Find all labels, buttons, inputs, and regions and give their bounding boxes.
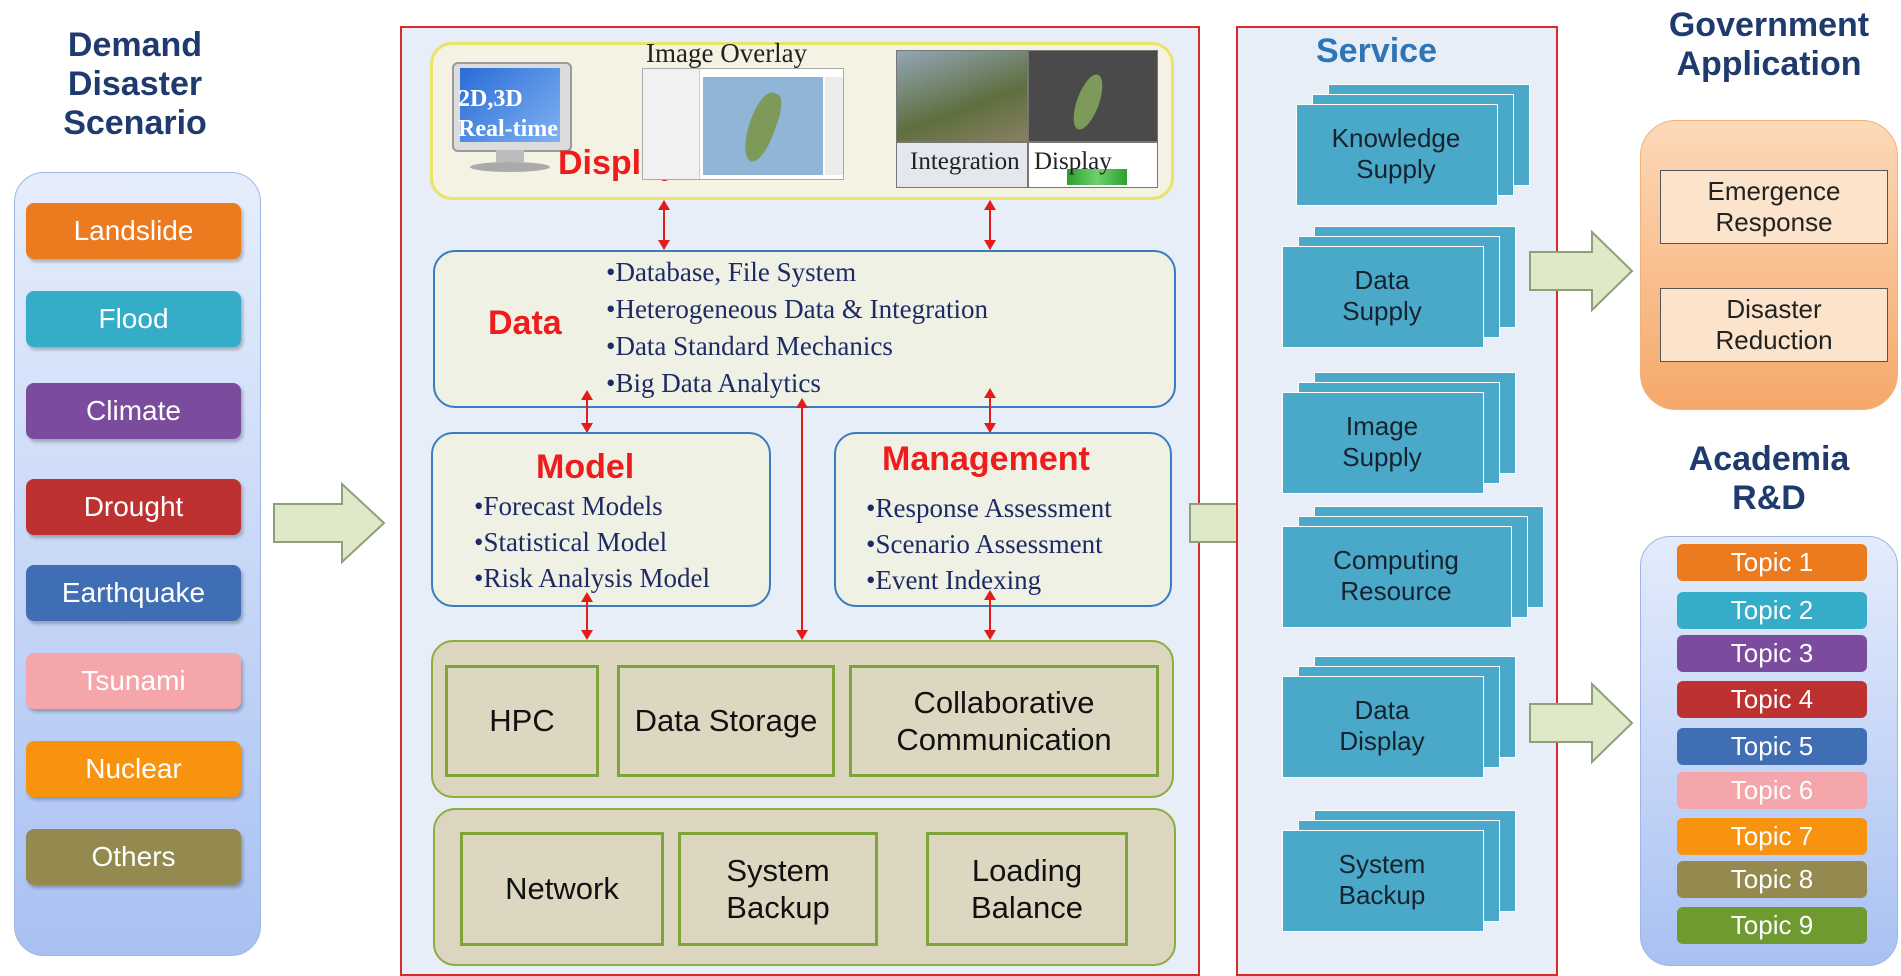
connector-data-model: [586, 392, 588, 432]
scenario-nuclear: Nuclear: [26, 741, 241, 797]
model-layer: [431, 432, 771, 607]
academia-topic-3: Topic 3: [1677, 635, 1867, 672]
data-bullet: •Big Data Analytics: [606, 368, 821, 398]
academia-topic-9: Topic 9: [1677, 907, 1867, 944]
data-storage-box: Data Storage: [617, 665, 835, 777]
system-backup-box: System Backup: [678, 832, 878, 946]
academia-rd-heading: Academia R&D: [1688, 440, 1850, 518]
integration-screenshot-table: [896, 142, 1028, 188]
scenario-tsunami: Tsunami: [26, 653, 241, 709]
model-title: Model: [536, 448, 635, 486]
loading-balance-box: Loading Balance: [926, 832, 1128, 946]
service-data-display: Data Display: [1282, 656, 1518, 786]
integration-screenshot-grid: [1028, 50, 1158, 142]
data-bullets: •Database, File System •Heterogeneous Da…: [606, 254, 988, 402]
data-bullet: •Data Standard Mechanics: [606, 331, 893, 361]
connector-management-infrastructure: [989, 592, 991, 638]
arrowhead: [581, 630, 593, 640]
arrowhead: [658, 200, 670, 210]
data-bullet: •Database, File System: [606, 257, 857, 287]
scenario-landslide: Landslide: [26, 203, 241, 259]
management-bullet: •Scenario Assessment: [866, 529, 1103, 559]
arrowhead: [581, 423, 593, 433]
service-label: Data Supply: [1342, 264, 1422, 326]
management-bullets: •Response Assessment •Scenario Assessmen…: [866, 490, 1112, 598]
integration-screenshot-plot: [1028, 142, 1158, 188]
government-emergence-response: Emergence Response: [1660, 170, 1888, 244]
service-label: Computing Resource: [1333, 544, 1459, 606]
service-computing-resource: Computing Resource: [1282, 506, 1546, 636]
image-overlay-label: Image Overlay: [646, 38, 808, 68]
arrowhead: [984, 423, 996, 433]
service-image-supply: Image Supply: [1282, 372, 1518, 502]
connector-display-data-right: [989, 201, 991, 249]
arrowhead: [984, 240, 996, 250]
arrowhead: [984, 200, 996, 210]
model-bullet: •Risk Analysis Model: [474, 563, 710, 593]
academia-topic-8: Topic 8: [1677, 861, 1867, 898]
integration-label: Integration: [910, 148, 1020, 175]
arrowhead: [796, 398, 808, 408]
arrowhead: [796, 630, 808, 640]
scenario-drought: Drought: [26, 479, 241, 535]
data-bullet: •Heterogeneous Data & Integration: [606, 294, 989, 324]
management-layer: [834, 432, 1172, 607]
academia-topic-2: Topic 2: [1677, 592, 1867, 629]
academia-topic-1: Topic 1: [1677, 544, 1867, 581]
scenario-flood: Flood: [26, 291, 241, 347]
management-title: Management: [882, 440, 1090, 478]
service-system-backup: System Backup: [1282, 810, 1518, 940]
arrowhead: [984, 590, 996, 600]
service-data-supply: Data Supply: [1282, 226, 1518, 356]
service-label: Data Display: [1339, 694, 1425, 756]
service-label: Image Supply: [1342, 410, 1422, 472]
government-panel: [1640, 120, 1898, 410]
arrowhead: [581, 390, 593, 400]
service-label: Knowledge Supply: [1331, 122, 1461, 184]
management-bullet: •Event Indexing: [866, 565, 1042, 595]
connector-display-data-left: [663, 201, 665, 249]
demand-disaster-scenario-heading: Demand Disaster Scenario: [63, 26, 207, 143]
connector-data-infrastructure: [801, 400, 803, 638]
scenario-others: Others: [26, 829, 241, 885]
integration-screenshot-3d: [896, 50, 1028, 142]
arrowhead: [984, 630, 996, 640]
connector-data-management: [989, 390, 991, 432]
connector-model-infrastructure: [586, 594, 588, 638]
collaborative-communication-box: Collaborative Communication: [849, 665, 1159, 777]
flow-arrow-service-to-academia: [1529, 682, 1634, 764]
arrowhead: [984, 388, 996, 398]
academia-topic-4: Topic 4: [1677, 681, 1867, 718]
hpc-box: HPC: [445, 665, 599, 777]
service-label: System Backup: [1338, 848, 1426, 910]
flow-arrow-service-to-government: [1529, 230, 1634, 312]
image-overlay-screenshot: [642, 68, 844, 180]
monitor-icon: [444, 58, 574, 178]
display-caption: Display: [1034, 148, 1112, 175]
data-layer: [433, 250, 1176, 408]
government-application-heading: Government Application: [1668, 6, 1870, 84]
data-title: Data: [488, 304, 562, 342]
monitor-caption: 2D,3D Real-time: [458, 86, 558, 142]
network-box: Network: [460, 832, 664, 946]
service-knowledge-supply: Knowledge Supply: [1296, 84, 1532, 214]
arrowhead: [658, 240, 670, 250]
academia-topic-5: Topic 5: [1677, 728, 1867, 765]
government-disaster-reduction: Disaster Reduction: [1660, 288, 1888, 362]
management-bullet: •Response Assessment: [866, 493, 1112, 523]
arrowhead: [581, 592, 593, 602]
academia-topic-6: Topic 6: [1677, 772, 1867, 809]
scenario-earthquake: Earthquake: [26, 565, 241, 621]
scenario-climate: Climate: [26, 383, 241, 439]
model-bullet: •Forecast Models: [474, 491, 663, 521]
flow-arrow-scenario-to-platform: [273, 482, 386, 564]
service-heading: Service: [1316, 32, 1437, 70]
model-bullet: •Statistical Model: [474, 527, 668, 557]
model-bullets: •Forecast Models •Statistical Model •Ris…: [474, 488, 710, 596]
academia-topic-7: Topic 7: [1677, 818, 1867, 855]
